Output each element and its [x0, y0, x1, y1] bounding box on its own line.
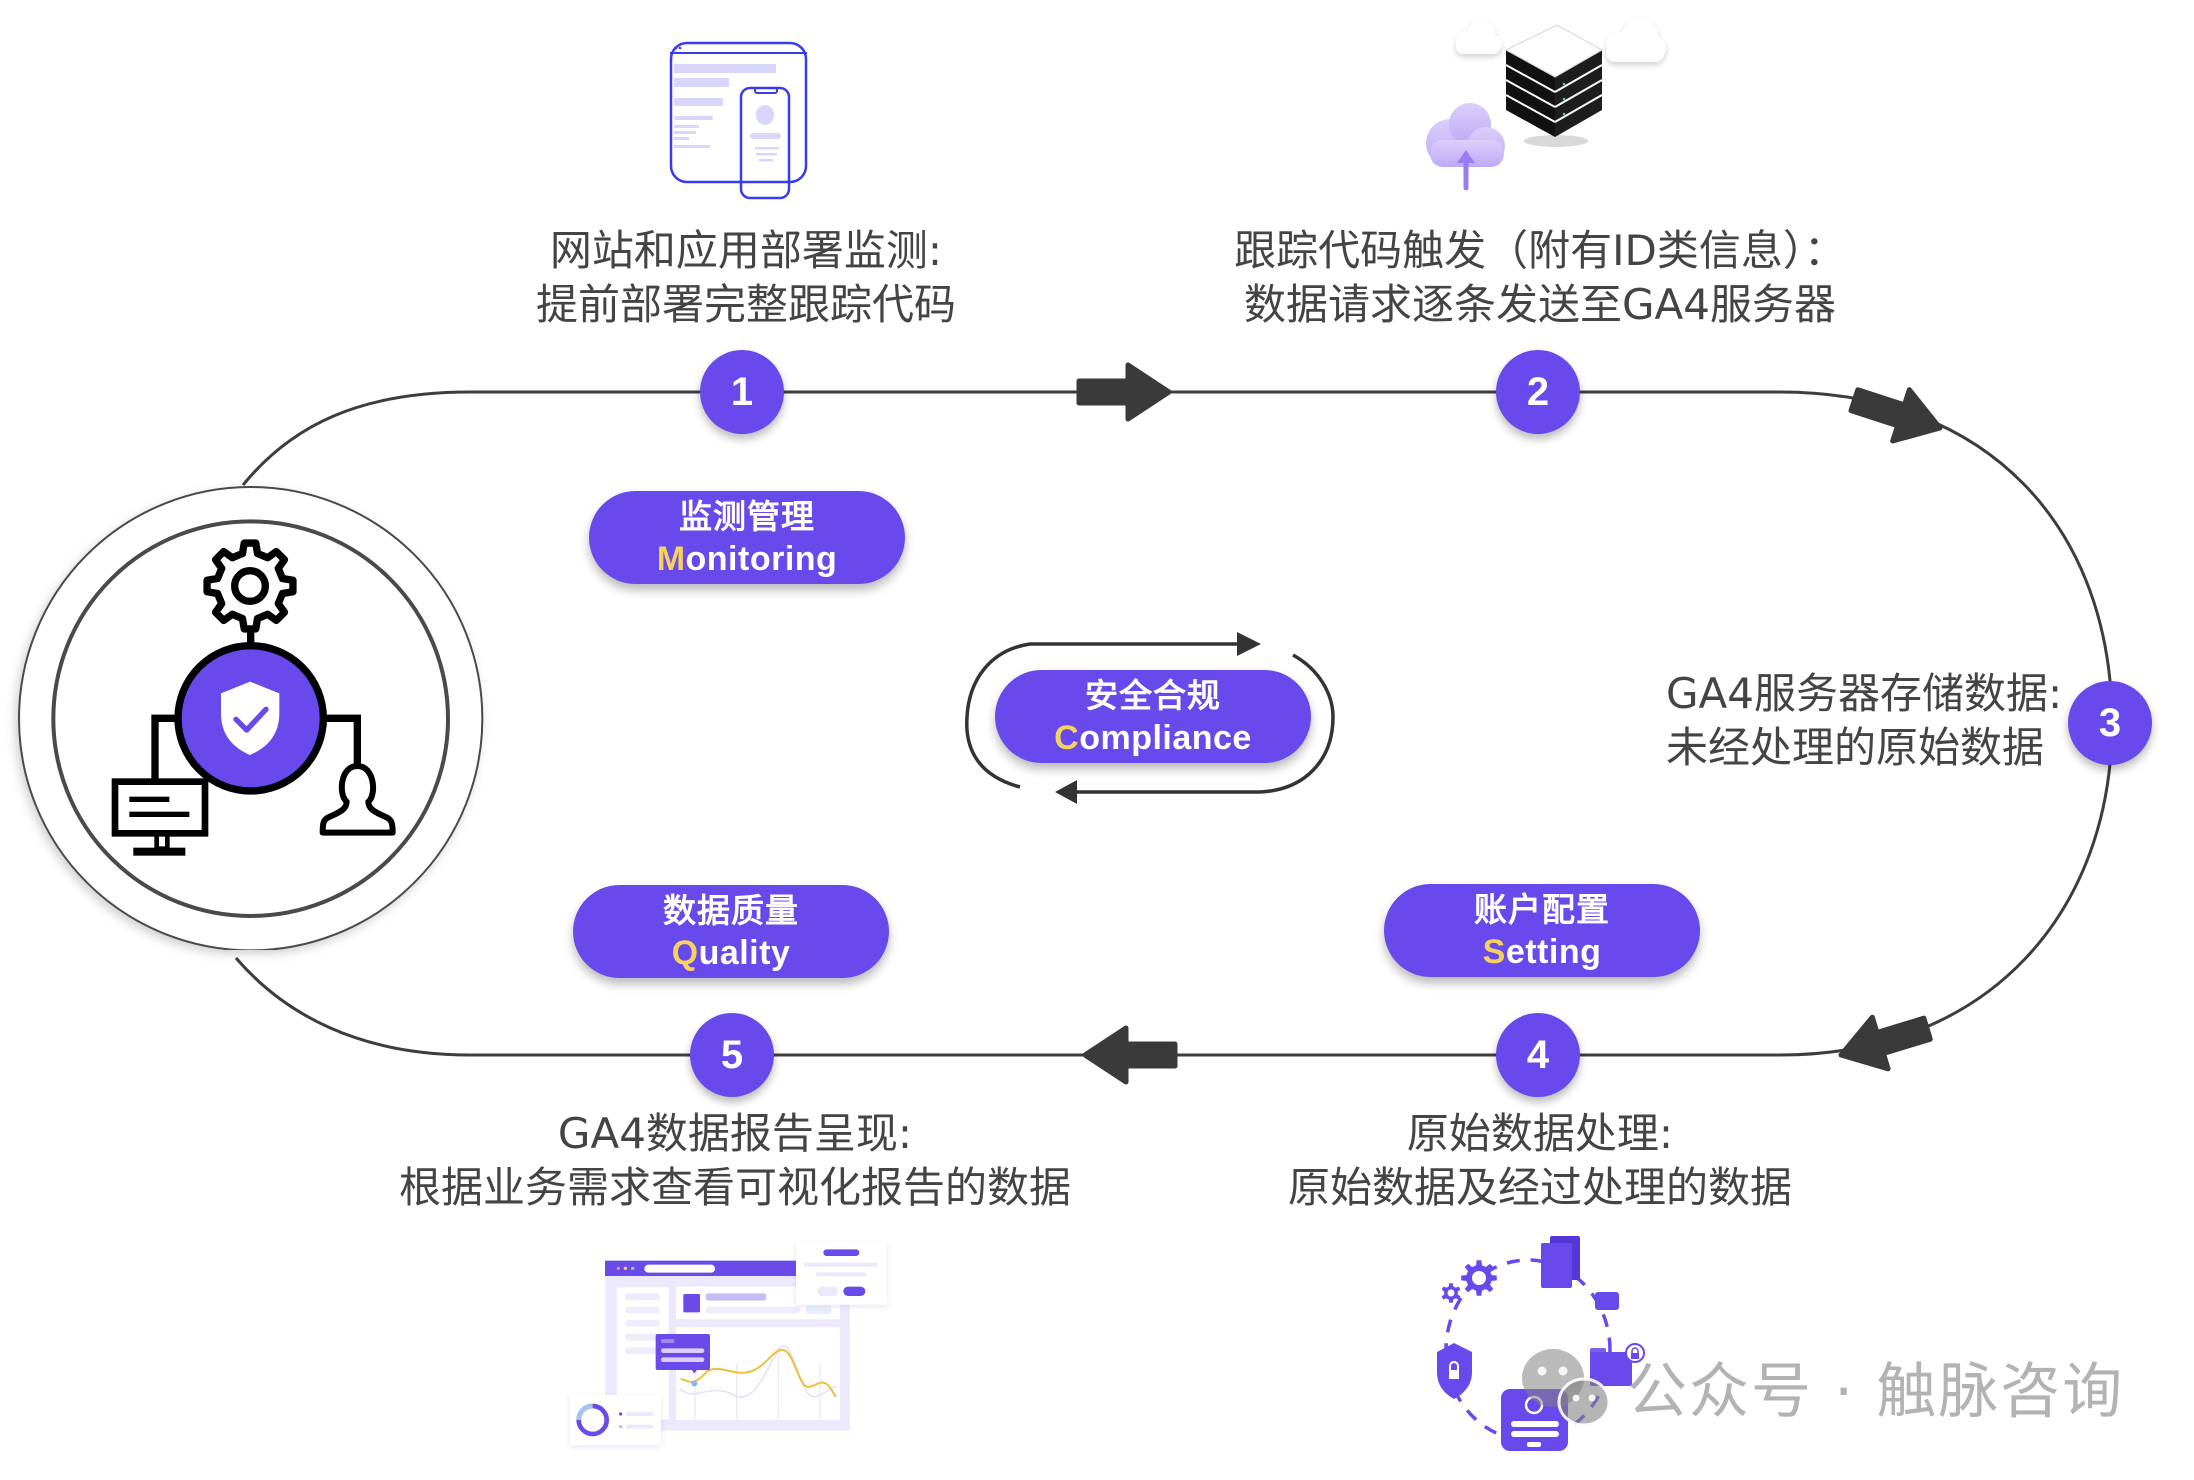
user-icon — [319, 763, 396, 836]
pillar-compliance-en: Compliance — [1054, 717, 1252, 759]
pillar-monitoring-en: Monitoring — [657, 538, 838, 580]
step-3-text: GA4服务器存储数据: 未经处理的原始数据 — [1666, 667, 2062, 775]
pillar-monitoring-zh: 监测管理 — [679, 496, 815, 536]
cloud-icon — [1606, 18, 1666, 62]
website-app-icon — [669, 41, 808, 200]
gears-icon — [1441, 1260, 1497, 1303]
step-1-text: 网站和应用部署监测: 提前部署完整跟踪代码 — [536, 224, 956, 332]
step-2-desc: 数据请求逐条发送至GA4服务器 — [1243, 280, 1836, 329]
monitor-icon — [111, 778, 209, 856]
shield-check-icon — [221, 681, 280, 755]
watermark-text: 公众号 · 触脉咨询 — [1627, 1357, 2125, 1427]
hub-connector-left — [151, 714, 180, 782]
pillar-compliance: 安全合规 Compliance — [995, 670, 1311, 763]
step-3-title: GA4服务器存储数据: — [1666, 669, 2063, 718]
step-4-desc: 原始数据及经过处理的数据 — [1287, 1163, 1793, 1212]
step-4-text: 原始数据处理: 原始数据及经过处理的数据 — [1288, 1107, 1792, 1215]
step-2-title: 跟踪代码触发（附有ID类信息）： — [1234, 226, 1846, 275]
pillar-monitoring-initial: M — [656, 539, 686, 578]
gear-hole — [231, 567, 269, 605]
shield-lock-icon — [1437, 1343, 1472, 1399]
pillar-monitoring-rest: onitoring — [685, 539, 838, 578]
flow-arrow-bottom-right — [1838, 1014, 1933, 1072]
cycle-arrows-icon — [965, 632, 1335, 804]
step-1-badge: 1 — [700, 350, 784, 434]
cycle-arrowhead-top — [1237, 632, 1261, 656]
documents-icon — [1541, 1236, 1580, 1288]
step-3-desc: 未经处理的原始数据 — [1666, 723, 2045, 772]
cycle-arrow-top — [965, 642, 1240, 789]
pillar-quality-rest: uality — [698, 933, 791, 972]
pillar-setting-initial: S — [1482, 932, 1506, 971]
pillar-compliance-rest: ompliance — [1079, 718, 1252, 757]
pillar-setting-en: Setting — [1483, 931, 1602, 973]
pillar-setting-rest: etting — [1505, 932, 1602, 971]
step-5-badge: 5 — [690, 1013, 774, 1097]
cycle-arrowhead-bottom — [1055, 780, 1077, 804]
cycle-arrow-bottom — [1075, 653, 1335, 794]
wechat-icon — [1522, 1349, 1611, 1427]
flow-arrow-top-right — [1848, 387, 1943, 444]
governance-hub-icon — [18, 486, 484, 950]
pillar-compliance-zh: 安全合规 — [1085, 675, 1221, 715]
step-2-badge: 2 — [1496, 350, 1580, 434]
pillar-quality-en: Quality — [672, 932, 791, 974]
pillar-monitoring: 监测管理 Monitoring — [589, 491, 905, 584]
flow-arrow-top — [1076, 362, 1172, 422]
gear-icon — [203, 539, 297, 633]
step-4-title: 原始数据处理: — [1406, 1109, 1674, 1158]
server-cloud-icon — [1426, 18, 1666, 191]
step-1-desc: 提前部署完整跟踪代码 — [535, 280, 957, 329]
browser-frame — [669, 41, 808, 184]
hub-connector-right — [321, 714, 361, 766]
pillar-setting-zh: 账户配置 — [1474, 889, 1610, 929]
cloud-icon — [1456, 20, 1502, 54]
flow-arrow-bottom — [1082, 1025, 1178, 1085]
data-block-icon — [1595, 1292, 1619, 1310]
upload-cloud-icon — [1426, 103, 1505, 191]
data-security-icon — [1437, 1236, 1645, 1451]
step-2-text: 跟踪代码触发（附有ID类信息）： 数据请求逐条发送至GA4服务器 — [1234, 224, 1846, 332]
pillar-quality-zh: 数据质量 — [663, 890, 799, 930]
pillar-quality-initial: Q — [671, 933, 699, 972]
hub-inner-ring — [51, 519, 450, 918]
step-1-title: 网站和应用部署监测: — [549, 226, 943, 275]
dashboard-report-icon — [570, 1240, 887, 1445]
step-3-badge: 3 — [2068, 681, 2152, 765]
block-arrow-icon — [1848, 387, 1943, 444]
server-stack-icon — [1504, 24, 1604, 137]
check-icon — [233, 706, 269, 733]
block-arrow-icon — [1838, 1014, 1933, 1072]
step-5-text: GA4数据报告呈现: 根据业务需求查看可视化报告的数据 — [399, 1107, 1071, 1215]
pillar-setting: 账户配置 Setting — [1384, 884, 1700, 977]
report-trend-line — [680, 1348, 837, 1398]
step-4-badge: 4 — [1496, 1013, 1580, 1097]
pillar-compliance-initial: C — [1054, 718, 1080, 757]
pillar-quality: 数据质量 Quality — [573, 885, 889, 978]
locked-folder-icon — [1590, 1343, 1645, 1386]
step-5-desc: 根据业务需求查看可视化报告的数据 — [398, 1163, 1072, 1212]
block-arrow-icon — [1076, 362, 1172, 422]
block-arrow-icon — [1082, 1025, 1178, 1085]
step-5-title: GA4数据报告呈现: — [557, 1109, 913, 1158]
